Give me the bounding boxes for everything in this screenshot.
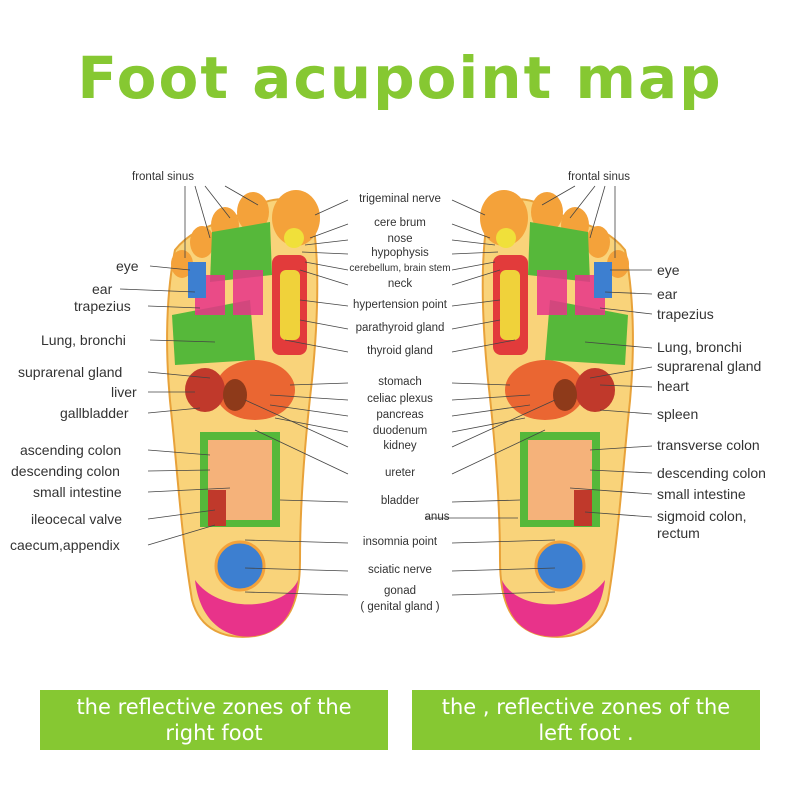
right-foot-banner: the reflective zones of the right foot bbox=[40, 690, 388, 750]
label-kidney: kidney bbox=[383, 440, 417, 452]
label-trigeminal-nerve: trigeminal nerve bbox=[359, 193, 441, 205]
label-right-caecum-appendix: caecum,appendix bbox=[10, 537, 120, 553]
label-gonad: gonad bbox=[384, 585, 416, 597]
label-right-small-intestine: small intestine bbox=[33, 484, 122, 500]
label-right-gallbladder: gallbladder bbox=[60, 405, 129, 421]
label-ureter: ureter bbox=[384, 467, 416, 479]
left-foot-leader-lines bbox=[541, 185, 653, 518]
label-right-liver: liver bbox=[111, 384, 137, 400]
label-stomach: stomach bbox=[378, 376, 422, 388]
label-pancreas: pancreas bbox=[376, 409, 424, 421]
label-right-trapezius: trapezius bbox=[74, 298, 131, 314]
label-left-rectum: rectum bbox=[657, 525, 700, 541]
label-left-trapezius: trapezius bbox=[657, 306, 714, 322]
left-foot-banner: the , reflective zones of the left foot … bbox=[412, 690, 760, 750]
label-parathyroid-gland: parathyroid gland bbox=[355, 322, 445, 334]
label-right-descending-colon: descending colon bbox=[11, 463, 120, 479]
label-insomnia-point: insomnia point bbox=[362, 536, 438, 548]
label-right-ileocecal-valve: ileocecal valve bbox=[31, 511, 123, 527]
left-banner-line-1: the , reflective zones of the bbox=[441, 695, 731, 719]
right-foot-leader-lines bbox=[119, 185, 259, 546]
label-bladder: bladder bbox=[380, 495, 420, 507]
label-left-lung-bronchi: Lung, bronchi bbox=[657, 339, 742, 355]
label-left-eye: eye bbox=[657, 262, 680, 278]
label-nose: nose bbox=[387, 233, 413, 245]
label-hypertension-point: hypertension point bbox=[353, 299, 447, 311]
label-left-descending-colon: descending colon bbox=[657, 465, 766, 481]
label-left-spleen: spleen bbox=[657, 406, 699, 422]
label-genital-gland: ( genital gland ) bbox=[360, 601, 440, 613]
label-right-ear: ear bbox=[92, 281, 113, 297]
label-left-sigmoid-colon: sigmoid colon, bbox=[657, 508, 747, 524]
label-duodenum: duodenum bbox=[372, 425, 428, 437]
label-right-suprarenal-gland: suprarenal gland bbox=[18, 364, 123, 380]
label-right-frontal-sinus: frontal sinus bbox=[132, 171, 195, 183]
label-left-heart: heart bbox=[657, 378, 689, 394]
page-title: Foot acupoint map bbox=[77, 44, 723, 112]
left-banner-line-2: left foot . bbox=[538, 721, 634, 745]
label-right-lung-bronchi: Lung, bronchi bbox=[41, 332, 126, 348]
label-neck: neck bbox=[387, 278, 413, 290]
label-anus: anus bbox=[424, 511, 450, 523]
label-celiac-plexus: celiac plexus bbox=[367, 393, 433, 405]
label-left-small-intestine: small intestine bbox=[657, 486, 746, 502]
right-banner-line-2: right foot bbox=[165, 721, 263, 745]
label-left-frontal-sinus: frontal sinus bbox=[568, 171, 631, 183]
label-right-ascending-colon: ascending colon bbox=[20, 442, 122, 458]
label-left-transverse-colon: transverse colon bbox=[657, 437, 760, 453]
center-leader-lines bbox=[244, 199, 556, 596]
label-left-suprarenal-gland: suprarenal gland bbox=[657, 358, 762, 374]
label-hypophysis: hypophysis bbox=[371, 247, 429, 259]
right-banner-line-1: the reflective zones of the bbox=[76, 695, 352, 719]
label-cerebellum-brain-stem: cerebellum, brain stem bbox=[349, 263, 451, 274]
label-thyroid-gland: thyroid gland bbox=[367, 345, 433, 357]
label-sciatic-nerve: sciatic nerve bbox=[368, 564, 432, 576]
label-cere-brum: cere brum bbox=[374, 217, 426, 229]
label-right-eye: eye bbox=[116, 258, 139, 274]
label-left-ear: ear bbox=[657, 286, 678, 302]
